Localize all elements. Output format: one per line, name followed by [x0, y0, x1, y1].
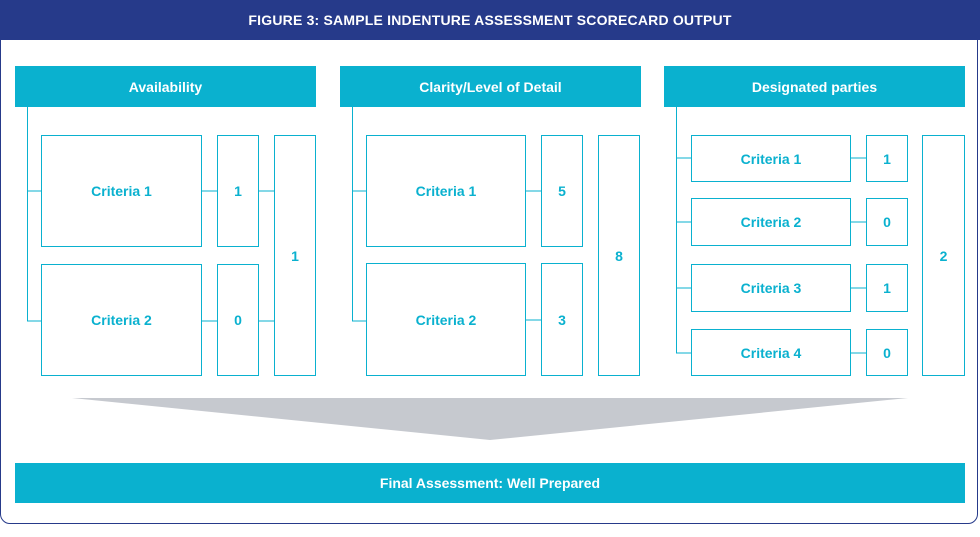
total-score-box: 2: [922, 135, 965, 376]
score-box: 3: [541, 263, 583, 376]
criteria-box: Criteria 2: [366, 263, 526, 376]
score-box: 0: [217, 264, 259, 376]
col1-bracket-line: [27, 107, 41, 322]
criteria-box: Criteria 1: [691, 135, 851, 182]
column-header-designated-parties: Designated parties: [664, 66, 965, 107]
score-box: 1: [217, 135, 259, 247]
col2-bracket-line: [352, 107, 366, 322]
col3-bracket-line: [676, 107, 691, 354]
score-box: 1: [866, 135, 908, 182]
criteria-box: Criteria 2: [691, 198, 851, 246]
funnel-arrow: [72, 398, 908, 440]
score-box: 1: [866, 264, 908, 312]
criteria-box: Criteria 4: [691, 329, 851, 376]
final-assessment-bar: Final Assessment: Well Prepared: [15, 463, 965, 503]
score-box: 0: [866, 329, 908, 376]
total-score-box: 8: [598, 135, 640, 376]
criteria-box: Criteria 1: [366, 135, 526, 247]
score-box: 0: [866, 198, 908, 246]
column-header-availability: Availability: [15, 66, 316, 107]
column-header-clarity: Clarity/Level of Detail: [340, 66, 641, 107]
criteria-box: Criteria 1: [41, 135, 202, 247]
criteria-box: Criteria 3: [691, 264, 851, 312]
criteria-box: Criteria 2: [41, 264, 202, 376]
figure-title: FIGURE 3: SAMPLE INDENTURE ASSESSMENT SC…: [0, 0, 980, 40]
total-score-box: 1: [274, 135, 316, 376]
score-box: 5: [541, 135, 583, 247]
